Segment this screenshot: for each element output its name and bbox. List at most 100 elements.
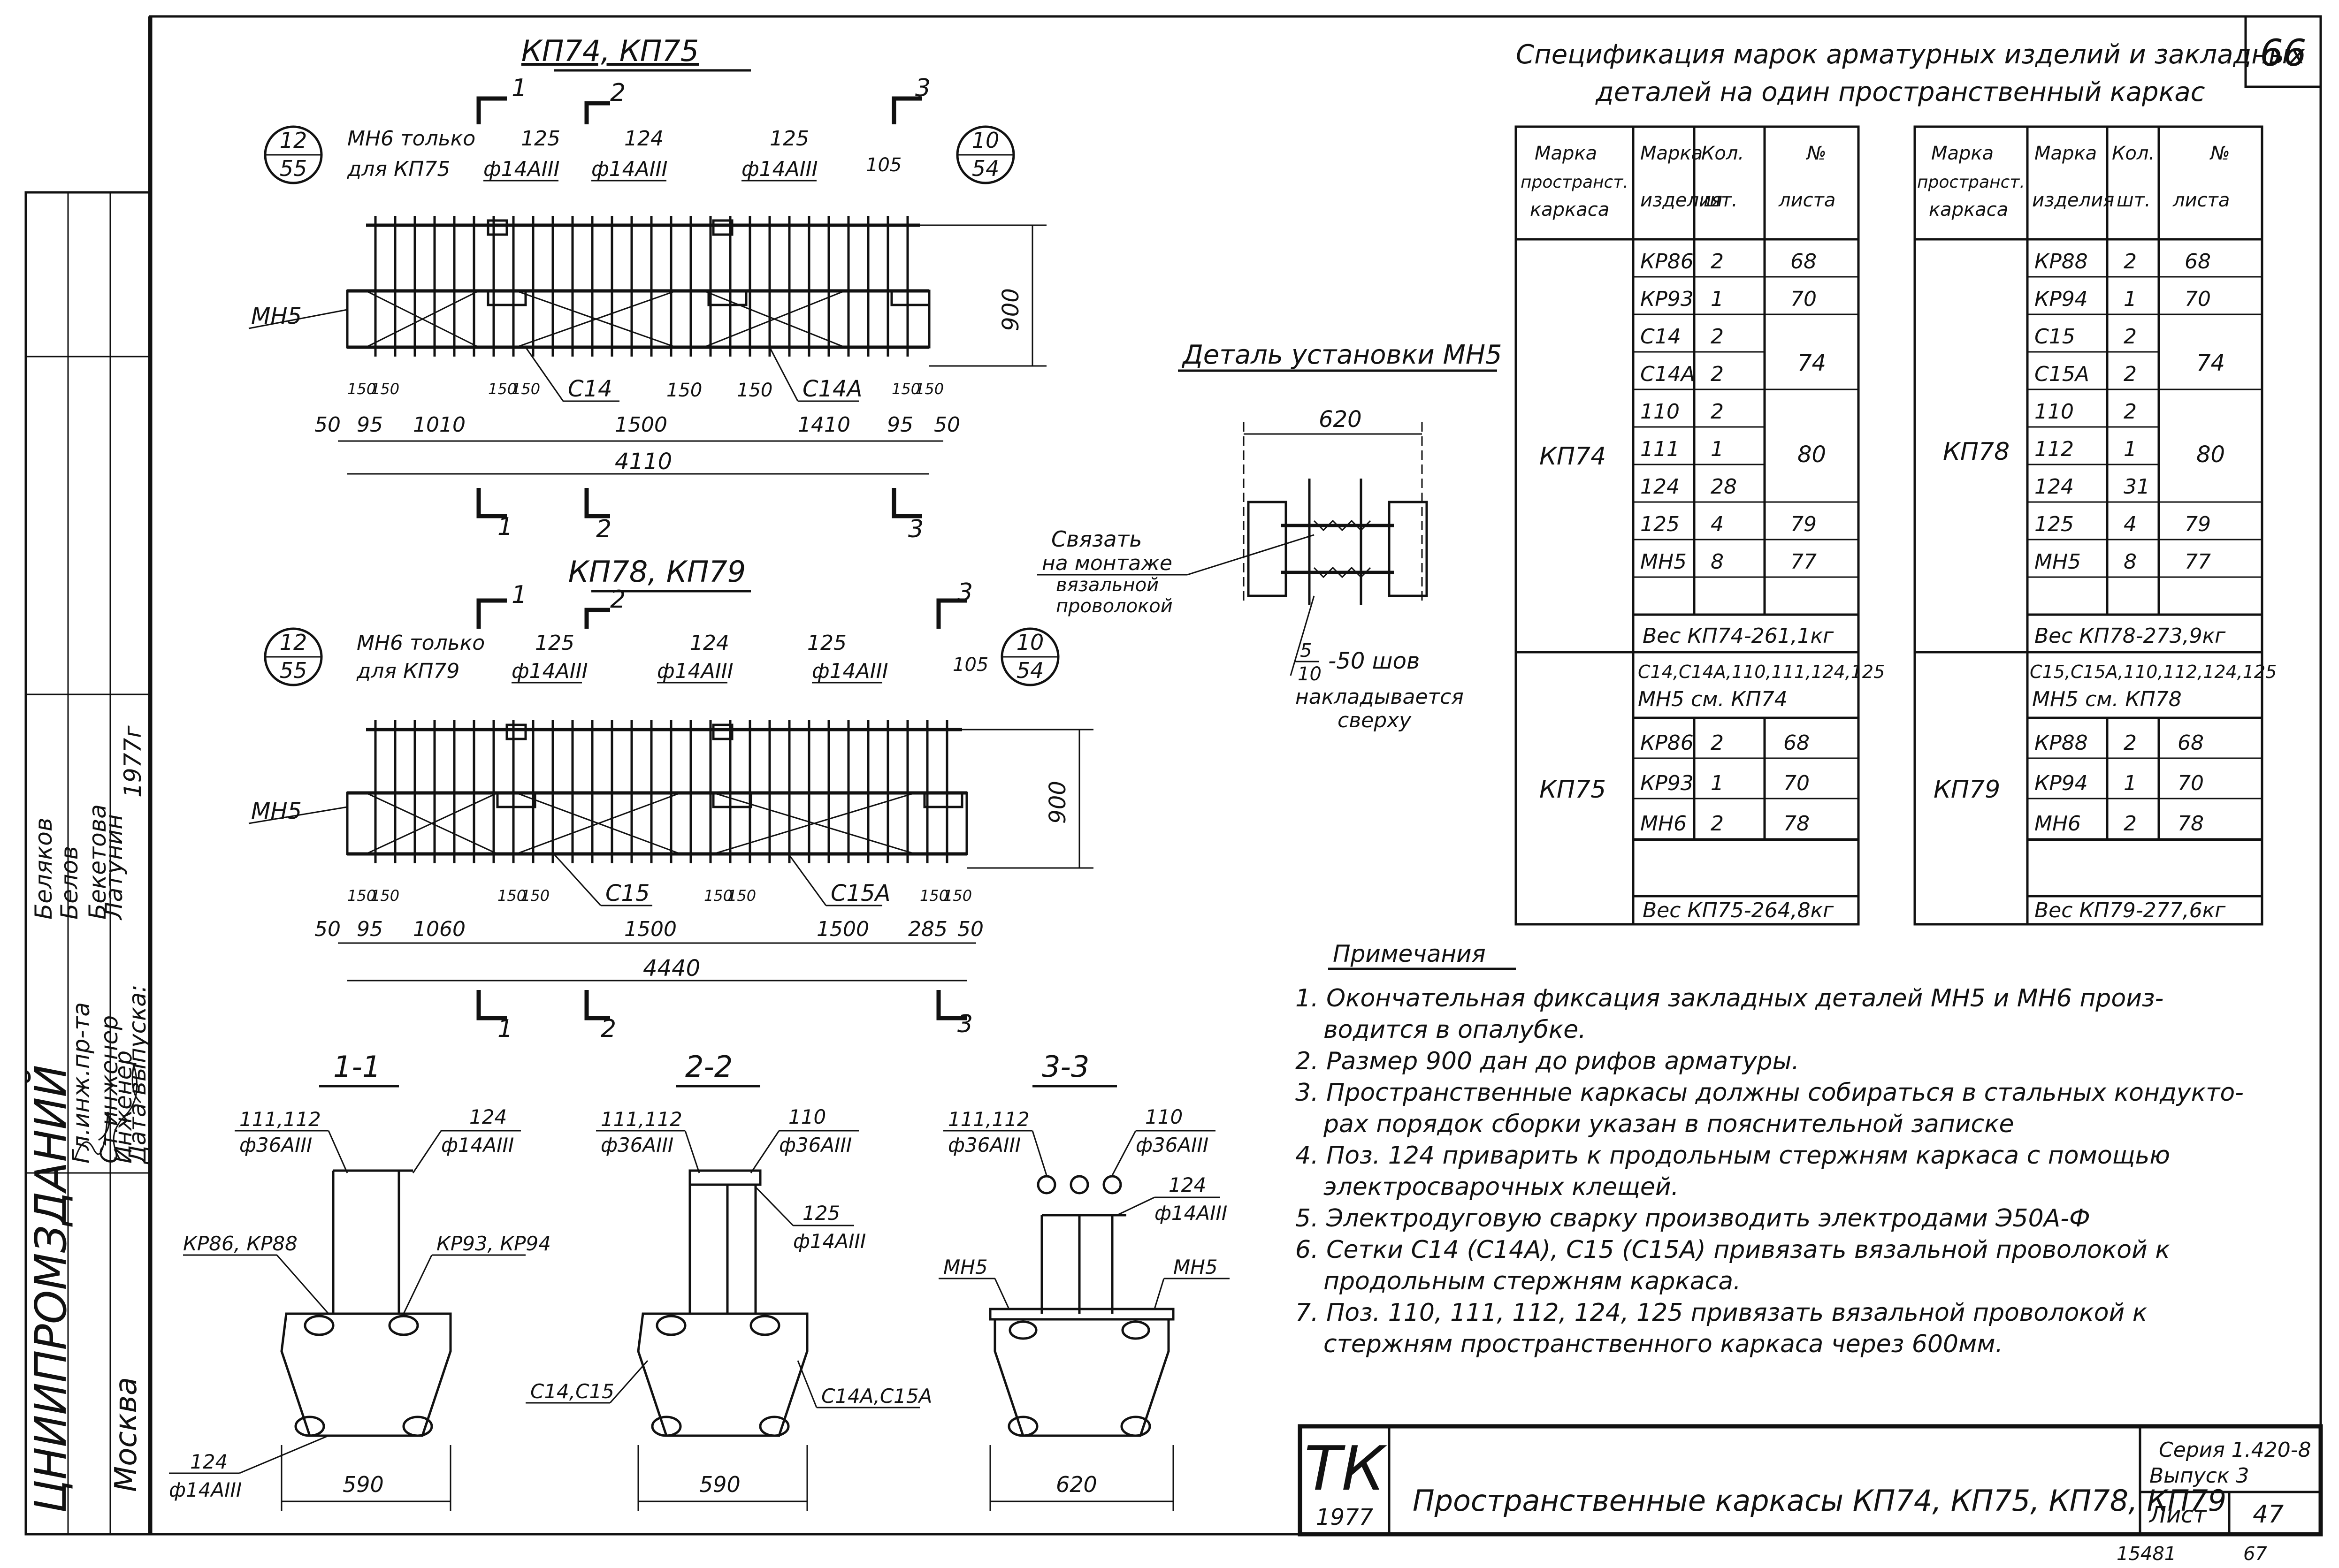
svg-text:80: 80 (1797, 441, 1826, 468)
table-cell: 2 (1711, 325, 1724, 349)
height-dim: 900 (998, 288, 1024, 331)
sheet-frame (24, 15, 2322, 1536)
table-cell: 70 (2178, 771, 2204, 795)
table-cell: 2 (2124, 400, 2137, 424)
svg-text:МН5: МН5 (1173, 1256, 1218, 1279)
note-line: стержням пространственного каркаса через… (1323, 1330, 2003, 1358)
svg-text:124: 124 (624, 127, 664, 151)
table-cell: КР88 (2034, 250, 2088, 274)
svg-text:2: 2 (610, 586, 626, 614)
svg-text:95: 95 (357, 917, 383, 941)
stamp-name-4: Латунин (100, 814, 128, 921)
table-cell: КР94 (2034, 771, 2088, 795)
table-cell: С15 (2034, 325, 2075, 349)
svg-text:ф36АIII: ф36АIII (239, 1134, 312, 1157)
note-line: 2. Размер 900 дан до рифов арматуры. (1295, 1047, 1799, 1075)
kp78-mark: КП78 (1943, 438, 2010, 466)
svg-text:сверху: сверху (1338, 708, 1412, 732)
svg-text:пространст.: пространст. (1521, 173, 1628, 192)
svg-text:№: № (1806, 143, 1827, 164)
table-cell: МН6 (1640, 812, 1687, 836)
svg-text:листа: листа (2172, 190, 2230, 211)
table-cell: 8 (1711, 550, 1724, 574)
table-cell: 110 (2034, 400, 2074, 424)
elevation-title: КП78, КП79 (568, 555, 746, 589)
svg-text:МН5 см. КП74: МН5 см. КП74 (1638, 687, 1788, 711)
stamp-city: Москва (109, 1377, 144, 1492)
svg-text:1-1: 1-1 (333, 1050, 381, 1084)
note-line: 7. Поз. 110, 111, 112, 124, 125 привязат… (1295, 1299, 2148, 1327)
svg-text:3: 3 (915, 74, 931, 102)
svg-text:150: 150 (704, 887, 733, 905)
table-cell: 77 (2185, 550, 2211, 574)
svg-text:МН5: МН5 (251, 798, 302, 824)
svg-text:Марка: Марка (1640, 143, 1703, 164)
svg-text:150: 150 (371, 380, 399, 398)
svg-text:150: 150 (666, 380, 702, 401)
svg-text:ф36АIII: ф36АIII (948, 1134, 1021, 1157)
table-cell: МН5 (2034, 550, 2081, 574)
table-cell: КР86 (1640, 731, 1694, 755)
table-cell: 70 (1790, 287, 1817, 311)
svg-text:С14,С14А,110,111,124,125: С14,С14А,110,111,124,125 (1638, 662, 1885, 682)
callout-right-top: 10 (972, 128, 1000, 153)
note-line: рах порядок сборки указан в пояснительно… (1323, 1110, 2014, 1138)
svg-text:125: 125 (535, 631, 574, 655)
table-cell: 79 (1790, 512, 1817, 536)
notes-title: Примечания (1333, 940, 1486, 967)
top-verticals (374, 216, 909, 357)
notes-lines: 1. Окончательная фиксация закладных дета… (1295, 984, 2244, 1358)
svg-text:КР86, КР88: КР86, КР88 (183, 1232, 298, 1255)
svg-text:Вес КП79-277,6кг: Вес КП79-277,6кг (2034, 898, 2226, 922)
svg-text:ф14АIII: ф14АIII (169, 1478, 242, 1501)
table-cell: 4 (2124, 512, 2137, 536)
section-1-1: 1-1 111,112 ф36АIII 124 ф14АIII КР86, КР… (169, 1050, 551, 1511)
svg-text:1: 1 (512, 74, 527, 102)
table-cell: 2 (2124, 812, 2137, 836)
svg-text:ф36АIII: ф36АIII (779, 1134, 852, 1157)
svg-text:ф14АIII: ф14АIII (1154, 1202, 1227, 1225)
svg-text:12: 12 (280, 630, 307, 655)
svg-text:95: 95 (887, 413, 913, 437)
svg-text:ф14АIII: ф14АIII (741, 157, 818, 181)
svg-text:накладывается: накладывается (1295, 685, 1464, 709)
kp74-mark: КП74 (1539, 442, 1606, 471)
svg-text:125: 125 (803, 1202, 840, 1225)
note-line: продольным стержням каркаса. (1323, 1267, 1741, 1295)
svg-text:150: 150 (737, 380, 772, 401)
table-cell: КР94 (2034, 287, 2088, 311)
svg-text:50: 50 (314, 413, 341, 437)
svg-text:С14: С14 (568, 376, 612, 402)
svg-text:пространст.: пространст. (1917, 173, 2025, 192)
svg-text:проволокой: проволокой (1056, 595, 1173, 617)
elevation-kp78: КП78, КП79 1 2 3 12 55 10 54 МН6 только … (248, 555, 1093, 1043)
stamp-name-1: Беляков (30, 818, 57, 920)
svg-text:54: 54 (1017, 658, 1044, 683)
stamp-org: ЦНИИПРОМЗДАНИЙ (25, 1065, 76, 1513)
svg-text:111,112: 111,112 (239, 1108, 321, 1131)
sheet-no: 47 (2253, 1500, 2284, 1529)
table-cell: КР88 (2034, 731, 2088, 755)
note-line: 6. Сетки С14 (С14А), С15 (С15А) привязат… (1295, 1236, 2170, 1264)
elevation-title: КП74, КП75 (521, 34, 699, 68)
svg-text:150: 150 (488, 380, 517, 398)
svg-text:150: 150 (371, 887, 399, 905)
svg-text:С14А,С15А: С14А,С15А (821, 1385, 932, 1408)
table-cell: 77 (1790, 550, 1817, 574)
table-cell: 68 (2178, 731, 2204, 755)
svg-text:2-2: 2-2 (685, 1050, 733, 1084)
table-cell: КР86 (1640, 250, 1694, 274)
table-cell: 110 (1640, 400, 1680, 424)
svg-text:1: 1 (497, 513, 513, 541)
table-cell: КР93 (1640, 771, 1694, 795)
table-cell: 4 (1711, 512, 1724, 536)
svg-text:каркаса: каркаса (1929, 199, 2008, 221)
title-block: ТК 1977 Пространственные каркасы КП74, К… (1298, 1424, 2323, 1565)
page-no: 67 (2243, 1543, 2267, 1565)
svg-text:50: 50 (934, 413, 960, 437)
svg-text:Вес КП75-264,8кг: Вес КП75-264,8кг (1643, 898, 1834, 922)
kp75-mark: КП75 (1539, 776, 1606, 804)
table-cell: 78 (2178, 812, 2204, 836)
